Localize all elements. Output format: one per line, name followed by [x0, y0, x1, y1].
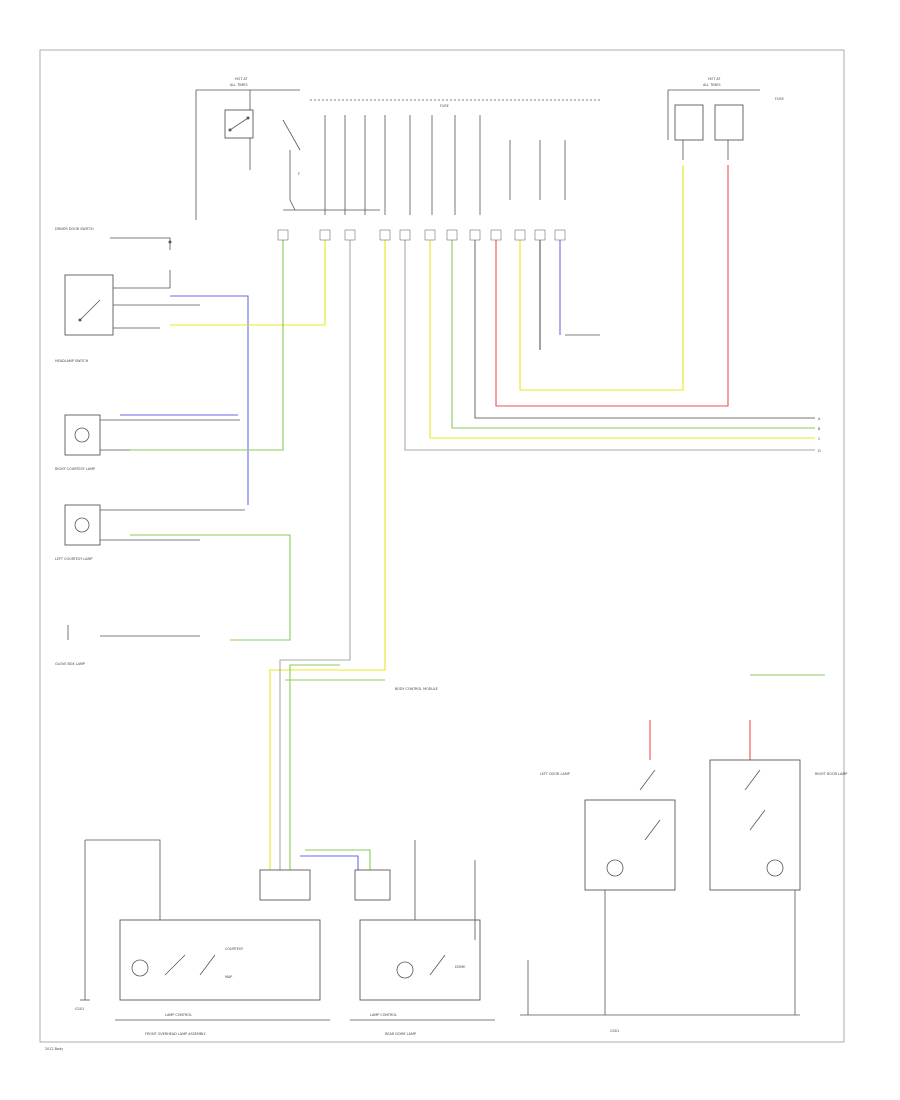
- rear-dome-label: REAR DOME LAMP: [385, 1032, 416, 1036]
- ground-right-label: G301: [610, 1029, 619, 1033]
- right-courtesy-lamp: RIGHT COURTESY LAMP: [55, 414, 240, 471]
- right-door-lamp: RIGHT DOOR LAMP: [709, 759, 847, 1015]
- front-overhead-lamp: COURTESY MAP LAMP CONTROL FRONT OVERHEAD…: [75, 839, 330, 1036]
- hot-at-sub-right: ALL TIMES: [703, 83, 720, 87]
- dome-label: DOME: [455, 965, 465, 969]
- lamp-bulb-icon: [766, 859, 784, 877]
- driver-door-switch: DRIVER DOOR SWITCH: [55, 227, 172, 250]
- driver-door-label: DRIVER DOOR SWITCH: [55, 227, 94, 231]
- term-a: A: [818, 417, 821, 421]
- hot-at-sub-left: ALL TIMES: [230, 83, 247, 87]
- fuse-box-left: HOT AT ALL TIMES F: [195, 77, 301, 220]
- headlamp-switch-label: HEADLAMP SWITCH: [55, 359, 89, 363]
- hot-at-label-right: HOT AT: [708, 77, 721, 81]
- bcm-label: BODY CONTROL MODULE: [395, 687, 438, 691]
- glove-box-label: GLOVE BOX LAMP: [55, 662, 85, 666]
- front-overhead-label: FRONT OVERHEAD LAMP ASSEMBLY: [145, 1032, 207, 1036]
- term-b: B: [818, 427, 821, 431]
- lamp-control-label-a: LAMP CONTROL: [165, 1013, 192, 1017]
- diagram-border: [39, 49, 845, 1043]
- connector-pins-icon: [277, 229, 566, 241]
- map-label: MAP: [225, 975, 232, 979]
- lamp-bulb-icon: [396, 961, 414, 979]
- left-courtesy-lamp: LEFT COURTESY LAMP: [55, 504, 245, 561]
- right-courtesy-label: RIGHT COURTESY LAMP: [55, 467, 95, 471]
- term-d: D: [818, 449, 821, 453]
- fuse-box-top: FUSE: [310, 99, 600, 108]
- lamp-bulb-icon: [74, 517, 90, 533]
- footer-label: 2012 Body: [45, 1047, 63, 1051]
- left-courtesy-label: LEFT COURTESY LAMP: [55, 557, 92, 561]
- switch-contact-icon: [78, 318, 82, 322]
- lamp-bulb-icon: [606, 859, 624, 877]
- fuse-outputs: [283, 115, 566, 215]
- ground-right: G301: [520, 960, 800, 1033]
- fuse-box-right: HOT AT ALL TIMES FUSE: [667, 77, 784, 160]
- term-c: C: [818, 437, 821, 441]
- fuse-box-label: FUSE: [440, 104, 449, 108]
- headlamp-switch: HEADLAMP SWITCH: [55, 270, 200, 363]
- left-door-lamp: LEFT DOOR LAMP: [540, 769, 676, 1015]
- right-connectors: A B C D: [818, 417, 821, 453]
- courtesy-label: COURTESY: [225, 947, 244, 951]
- right-door-label: RIGHT DOOR LAMP: [815, 772, 847, 776]
- lamp-control-label-b: LAMP CONTROL: [370, 1013, 397, 1017]
- ground-left-label: G201: [75, 1007, 84, 1011]
- rear-dome-lamp: DOME LAMP CONTROL REAR DOME LAMP: [350, 840, 495, 1036]
- fuse-text-a: F: [298, 172, 300, 176]
- lamp-bulb-icon: [74, 427, 90, 443]
- wires: [120, 165, 825, 870]
- lamp-bulb-icon: [131, 959, 149, 977]
- fuse-desc-right: FUSE: [775, 97, 784, 101]
- left-door-label: LEFT DOOR LAMP: [540, 772, 570, 776]
- glove-box-lamp: GLOVE BOX LAMP: [55, 625, 200, 666]
- hot-at-label-left: HOT AT: [235, 77, 248, 81]
